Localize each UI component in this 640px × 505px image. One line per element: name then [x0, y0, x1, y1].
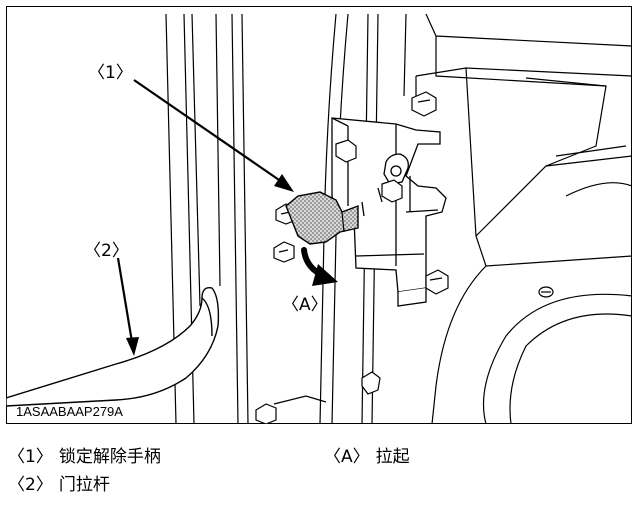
- legend-text: 门拉杆: [58, 475, 110, 495]
- bolt: [425, 269, 449, 295]
- legend-item-lock-release-handle: 〈1〉锁定解除手柄: [8, 444, 161, 470]
- legend: 〈1〉锁定解除手柄 〈A〉拉起 〈2〉门拉杆: [6, 444, 632, 502]
- leader-line-1: [133, 79, 294, 192]
- legend-code: 〈1〉: [8, 447, 53, 467]
- legend-item-pull-up: 〈A〉拉起: [324, 444, 410, 470]
- callout-a: 〈A〉: [282, 295, 328, 315]
- bolt: [335, 139, 357, 163]
- lock-release-handle: [285, 191, 359, 245]
- door-lower-edge: [273, 395, 327, 405]
- bolt: [255, 403, 277, 424]
- cab-interior: [415, 13, 632, 424]
- pull-up-arrow: [301, 247, 338, 286]
- bolt: [361, 371, 381, 395]
- legend-text: 锁定解除手柄: [58, 447, 161, 467]
- callout-2: 〈2〉: [84, 241, 129, 261]
- latch-bracket: [331, 117, 447, 307]
- door-pull-lever: [6, 287, 220, 407]
- legend-text: 拉起: [375, 447, 410, 467]
- bolt: [381, 179, 403, 203]
- leader-line-2: [116, 257, 139, 356]
- legend-code: 〈A〉: [324, 447, 370, 467]
- bolt: [273, 241, 295, 263]
- callout-1: 〈1〉: [88, 63, 133, 83]
- legend-item-door-pull-lever: 〈2〉门拉杆: [8, 472, 110, 498]
- legend-code: 〈2〉: [8, 475, 53, 495]
- bolt: [411, 91, 437, 117]
- figure-code: 1ASAABAAP279A: [16, 404, 123, 419]
- technical-illustration: 〈1〉 〈2〉 〈A〉 1ASAABAAP279A: [6, 6, 632, 424]
